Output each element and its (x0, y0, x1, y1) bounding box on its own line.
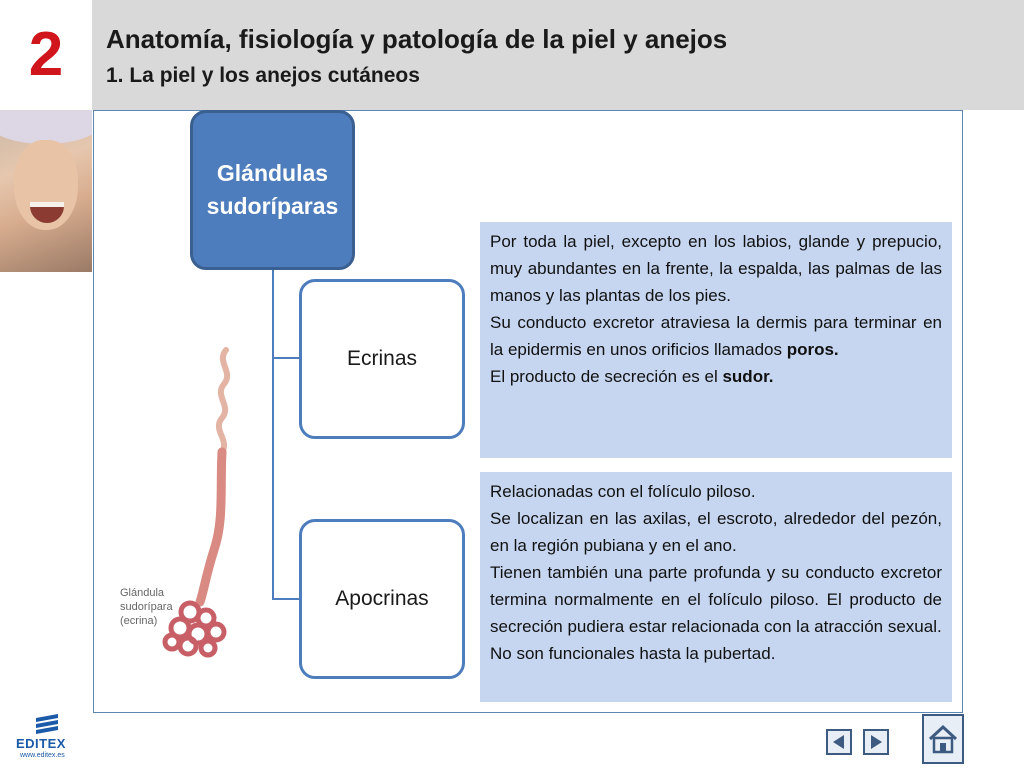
next-slide-button[interactable] (863, 729, 889, 755)
swim-cap (0, 110, 92, 144)
logo-text: EDITEX (16, 736, 66, 751)
description-paragraph: No son funcionales hasta la pubertad. (490, 644, 776, 663)
chapter-number: 2 (28, 20, 64, 89)
caption-line-2: sudorípara (120, 601, 173, 613)
caption-line-1: Glándula (120, 587, 165, 599)
gland-duct-upper (215, 347, 231, 455)
header-band: Anatomía, fisiología y patología de la p… (92, 0, 1024, 110)
description-bold: sudor. (722, 367, 774, 386)
gland-coil (162, 600, 227, 658)
sweat-gland-illustration (162, 347, 231, 658)
tree-connector-vertical (272, 270, 274, 600)
description-text: El producto de secreción es el (490, 367, 723, 386)
tree-connector-apocrinas (272, 598, 300, 600)
description-paragraph: Se localizan en las axilas, el escroto, … (490, 509, 942, 555)
smiling-woman-photo (0, 110, 92, 272)
tree-connector-ecrinas (272, 357, 300, 359)
child-node-label: Ecrinas (346, 347, 418, 370)
page-title: Anatomía, fisiología y patología de la p… (106, 24, 728, 54)
editex-logo[interactable]: EDITEX www.editex.es (12, 712, 82, 760)
page-subtitle: 1. La piel y los anejos cutáneos (106, 64, 420, 87)
description-paragraph: Relacionadas con el folículo piloso. (490, 482, 756, 501)
main-node-line-2: sudoríparas (206, 193, 339, 219)
child-node-apocrinas: Apocrinas (299, 519, 465, 679)
triangle-left-icon (833, 735, 844, 749)
description-paragraph: El producto de secreción es el sudor. (490, 363, 942, 390)
main-node-line-1: Glándulas (216, 159, 329, 186)
description-paragraph: Tienen también una parte profunda y su c… (490, 563, 942, 636)
main-node-sweat-glands: Glándulas sudoríparas (190, 110, 355, 270)
description-text: Su conducto excretor atraviesa la dermis… (490, 313, 942, 359)
description-apocrinas: Relacionadas con el folículo piloso. Se … (480, 472, 952, 702)
caption-line-3: (ecrina) (120, 615, 158, 627)
chapter-box: 2 (0, 0, 92, 110)
smile (30, 202, 64, 223)
main-node-label: Glándulas sudoríparas (207, 157, 339, 224)
illustration-caption: Glándula sudorípara (ecrina) (120, 586, 173, 628)
child-node-ecrinas: Ecrinas (299, 279, 465, 439)
child-node-label: Apocrinas (335, 587, 429, 610)
triangle-right-icon (871, 735, 882, 749)
description-paragraph: Por toda la piel, excepto en los labios,… (490, 232, 942, 305)
home-button[interactable] (922, 714, 964, 764)
house-icon (928, 724, 958, 754)
logo-url: www.editex.es (20, 752, 65, 759)
gland-duct-lower (195, 447, 227, 607)
description-paragraph: Su conducto excretor atraviesa la dermis… (490, 309, 942, 363)
description-ecrinas: Por toda la piel, excepto en los labios,… (480, 222, 952, 458)
editex-mark-icon (36, 714, 58, 734)
previous-slide-button[interactable] (826, 729, 852, 755)
description-bold: poros. (786, 340, 839, 359)
